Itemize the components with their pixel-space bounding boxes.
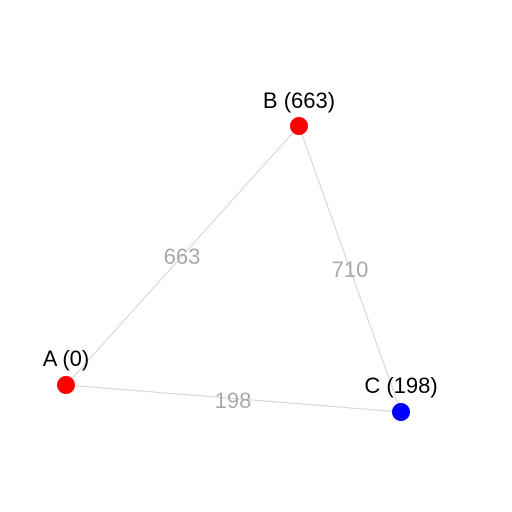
node-a[interactable] [57,376,75,394]
node-c[interactable] [392,403,410,421]
node-label-b: B (663) [263,88,335,113]
node-b[interactable] [290,117,308,135]
edges [65,125,402,413]
edge-a-c [65,384,402,413]
node-label-c: C (198) [364,373,437,398]
node-label-a: A (0) [43,346,89,371]
nodes [57,117,410,421]
edge-label-a-c: 198 [215,388,252,413]
edge-label-b-c: 710 [332,257,369,282]
edge-label-a-b: 663 [164,244,201,269]
edge-b-c [298,125,402,413]
edge-labels: 663 710 198 [164,244,369,413]
node-labels: A (0) B (663) C (198) [43,88,438,398]
edge-a-b [65,125,300,386]
